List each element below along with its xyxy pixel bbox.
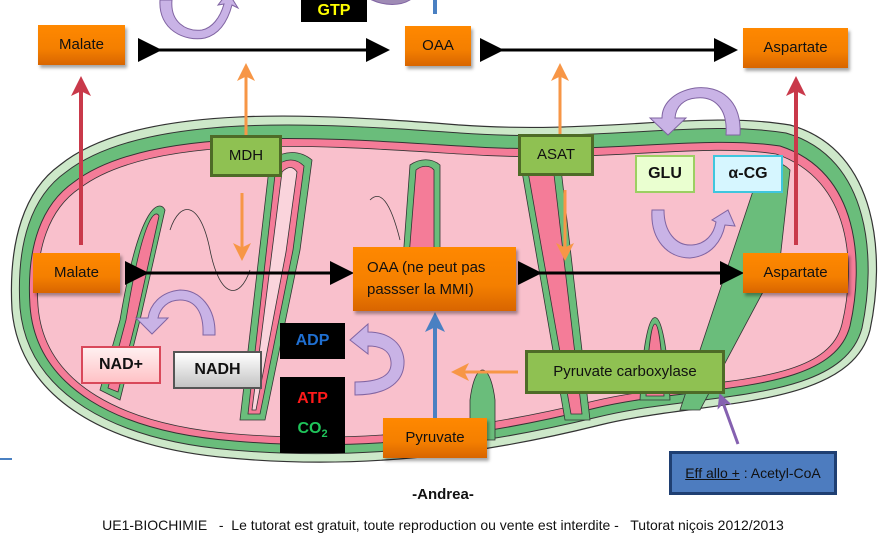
nad-plus-box: NAD+ xyxy=(81,346,161,384)
adp-box: ADP xyxy=(280,323,345,359)
gtp-label: GTP xyxy=(317,2,351,20)
cytosol-malate-label: Malate xyxy=(58,36,105,54)
matrix-malate-box: Malate xyxy=(33,253,120,293)
nadh-nad-arrow xyxy=(134,289,216,336)
cytosol-aspartate-box: Aspartate xyxy=(743,28,848,68)
allosteric-effector-box: Eff allo + : Acetyl-CoA xyxy=(669,451,837,495)
top-left-cycle-arrow xyxy=(159,0,240,40)
author-caption: -Andrea- xyxy=(412,486,474,503)
pyruvate-carboxylase-label: Pyruvate carboxylase xyxy=(553,363,697,381)
asat-label: ASAT xyxy=(536,146,576,164)
mdh-label: MDH xyxy=(228,147,264,165)
glu-label: GLU xyxy=(648,165,682,183)
gtp-cycle-arrow xyxy=(370,0,411,5)
matrix-oaa-line1: OAA (ne peut pas xyxy=(367,259,486,277)
asat-enzyme-box: ASAT xyxy=(518,134,594,176)
nadh-label: NADH xyxy=(194,361,241,379)
atp-label: ATP xyxy=(297,390,328,408)
adp-atp-arrow xyxy=(349,322,405,396)
pyruvate-carboxylase-box: Pyruvate carboxylase xyxy=(525,350,725,394)
curved-arrows xyxy=(134,0,741,396)
effector-value: : Acetyl-CoA xyxy=(739,464,821,481)
co2-base: CO xyxy=(297,419,322,437)
co2-label: CO2 xyxy=(297,417,327,443)
glu-box: GLU xyxy=(635,155,695,193)
cytosol-oaa-label: OAA xyxy=(422,37,454,55)
nadh-box: NADH xyxy=(173,351,262,389)
footer-caption: UE1-BIOCHIMIE - Le tutorat est gratuit, … xyxy=(102,517,784,533)
alpha-cg-box: α-CG xyxy=(713,155,783,193)
adp-label: ADP xyxy=(295,332,330,350)
nad-plus-label: NAD+ xyxy=(98,356,143,374)
matrix-aspartate-box: Aspartate xyxy=(743,253,848,293)
glu-acg-bottom-arrow xyxy=(651,209,736,259)
alpha-cg-label: α-CG xyxy=(728,165,768,183)
effector-text: Eff allo + : Acetyl-CoA xyxy=(685,463,821,483)
mdh-enzyme-box: MDH xyxy=(210,135,282,177)
matrix-oaa-box: OAA (ne peut pas passser la MMI) xyxy=(353,247,516,311)
matrix-aspartate-label: Aspartate xyxy=(763,264,828,282)
effector-label: Eff allo + xyxy=(685,464,740,481)
gtp-label-box: GTP xyxy=(301,0,367,22)
matrix-pyruvate-box: Pyruvate xyxy=(383,418,487,458)
matrix-malate-label: Malate xyxy=(53,264,100,282)
cytosol-aspartate-label: Aspartate xyxy=(763,39,828,57)
pyruvate-label: Pyruvate xyxy=(405,429,465,447)
glu-acg-top-arrow xyxy=(648,87,741,136)
cytosol-malate-box: Malate xyxy=(38,25,125,65)
matrix-oaa-line2: passser la MMI) xyxy=(367,281,474,298)
atp-co2-box: ATP CO2 xyxy=(280,377,345,453)
cytosol-oaa-box: OAA xyxy=(405,26,471,66)
effector-arrow xyxy=(717,392,740,445)
co2-subscript: 2 xyxy=(321,427,328,440)
